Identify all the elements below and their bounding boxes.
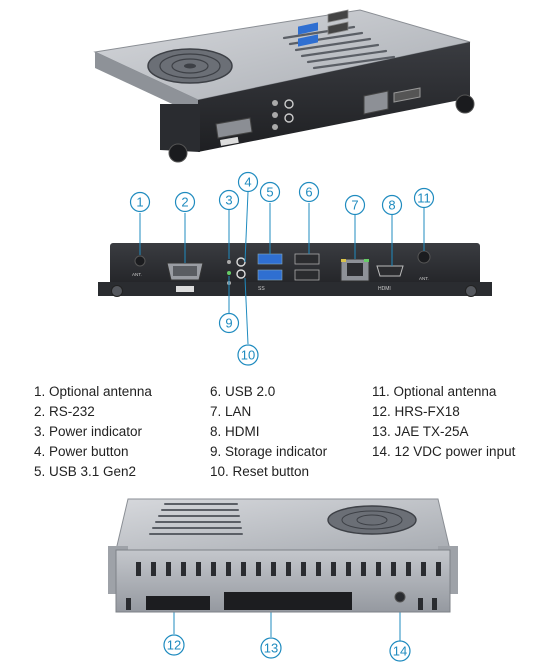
reset-button-angled (284, 113, 294, 123)
ant-label-left: ANT. (132, 272, 142, 277)
callout-2: 2 (174, 191, 196, 213)
callout-3: 3 (218, 189, 240, 211)
power-indicator (227, 260, 231, 264)
usb3-angled-1 (298, 22, 318, 35)
callout-9: 9 (218, 312, 240, 334)
indicator-angled-2 (272, 112, 278, 118)
fan-grill (147, 48, 233, 84)
com-port-angled (215, 117, 253, 139)
svg-text:10: 10 (241, 348, 255, 363)
rear-vent-slots (149, 503, 243, 535)
lan-led-left (341, 259, 346, 262)
hdmi-angled (393, 87, 421, 103)
lan-socket (347, 263, 363, 276)
rear-fan-grill (327, 505, 417, 535)
usb2-angled-2 (327, 21, 349, 35)
com-label-box (176, 286, 194, 292)
usb3-port-2 (257, 269, 283, 281)
ant-label-right: ANT. (419, 276, 429, 281)
power-button-angled (284, 99, 294, 109)
callout-10: 10 (237, 344, 259, 366)
front-panel-flange (98, 282, 492, 296)
front-screw-right (465, 285, 477, 297)
usb2-port-2 (294, 269, 320, 281)
callout-14: 14 (389, 640, 411, 662)
unit-rear-view (108, 498, 458, 613)
svg-text:6: 6 (305, 185, 312, 200)
callout-markers-bottom: 12 13 14 (163, 634, 411, 662)
hrs-fx18-connector (146, 596, 210, 610)
svg-text:11: 11 (417, 191, 431, 206)
hdmi-label: HDMI (378, 286, 391, 292)
legend-item: 3. Power indicator (34, 424, 143, 439)
callout-11: 11 (413, 187, 435, 209)
usb3-port-1 (257, 253, 283, 265)
thumbscrew-left (168, 143, 188, 163)
legend-column-1: 1. Optional antenna 2. RS-232 3. Power i… (34, 382, 152, 482)
front-panel-view: ANT. SS HDMI ANT. (98, 243, 492, 297)
legend-column-2: 6. USB 2.0 7. LAN 8. HDMI 9. Storage ind… (210, 382, 327, 482)
callout-7: 7 (344, 194, 366, 216)
legend-item: 13. JAE TX-25A (372, 424, 469, 439)
legend-item: 8. HDMI (210, 424, 260, 439)
antenna-port-right (417, 250, 431, 264)
callout-12: 12 (163, 634, 185, 656)
svg-text:8: 8 (388, 198, 395, 213)
callout-1: 1 (129, 191, 151, 213)
svg-text:9: 9 (225, 316, 232, 331)
usb2-port-1 (294, 253, 320, 265)
legend-item: 10. Reset button (210, 464, 310, 479)
legend-item: 7. LAN (210, 404, 252, 419)
usb3-angled-2 (298, 34, 318, 47)
svg-text:4: 4 (244, 175, 251, 190)
front-screw-left (111, 285, 123, 297)
svg-text:14: 14 (393, 644, 407, 659)
jae-tx25a-connector (224, 592, 352, 610)
callout-markers: 1 2 3 4 5 6 7 8 11 9 10 (129, 171, 435, 366)
unit-front-panel (198, 42, 470, 152)
unit-left-side (95, 52, 198, 116)
svg-text:13: 13 (264, 641, 278, 656)
svg-text:3: 3 (225, 193, 232, 208)
callout-4: 4 (237, 171, 259, 193)
callout-13: 13 (260, 637, 282, 659)
indicator-angled-3 (272, 124, 278, 130)
lan-led-right (364, 259, 369, 262)
usb2-angled-1 (327, 9, 349, 23)
svg-text:5: 5 (266, 185, 273, 200)
lan-angled (363, 90, 389, 115)
legend-item: 1. Optional antenna (34, 384, 152, 399)
legend-column-3: 11. Optional antenna 12. HRS-FX18 13. JA… (372, 382, 515, 462)
svg-text:7: 7 (351, 198, 358, 213)
rear-notches (126, 562, 441, 610)
reset-button (236, 269, 246, 279)
legend-item: 11. Optional antenna (372, 384, 497, 399)
callout-8: 8 (381, 194, 403, 216)
legend-item: 6. USB 2.0 (210, 384, 276, 399)
callout-5: 5 (259, 181, 281, 203)
com-label-box (220, 136, 239, 146)
thumbscrew-right (455, 94, 475, 114)
svg-text:2: 2 (181, 195, 188, 210)
legend-item: 2. RS-232 (34, 404, 95, 419)
legend-item: 14. 12 VDC power input (372, 444, 516, 459)
antenna-port-left (134, 255, 146, 267)
indicator-angled-1 (272, 100, 278, 106)
unit-angled-view (93, 9, 475, 163)
legend-item: 9. Storage indicator (210, 444, 328, 459)
callout-6: 6 (298, 181, 320, 203)
storage-indicator (227, 271, 231, 275)
legend-item: 12. HRS-FX18 (372, 404, 460, 419)
rs232-pins (173, 266, 197, 276)
svg-text:1: 1 (136, 195, 143, 210)
ss-label: SS (258, 286, 265, 292)
callout-lines (139, 191, 425, 641)
unit-left-flange (160, 104, 200, 152)
dc-power-input (394, 591, 406, 603)
legend-item: 4. Power button (34, 444, 129, 459)
svg-text:12: 12 (167, 638, 181, 653)
legend-item: 5. USB 3.1 Gen2 (34, 464, 137, 479)
hdmi-port (376, 265, 404, 277)
